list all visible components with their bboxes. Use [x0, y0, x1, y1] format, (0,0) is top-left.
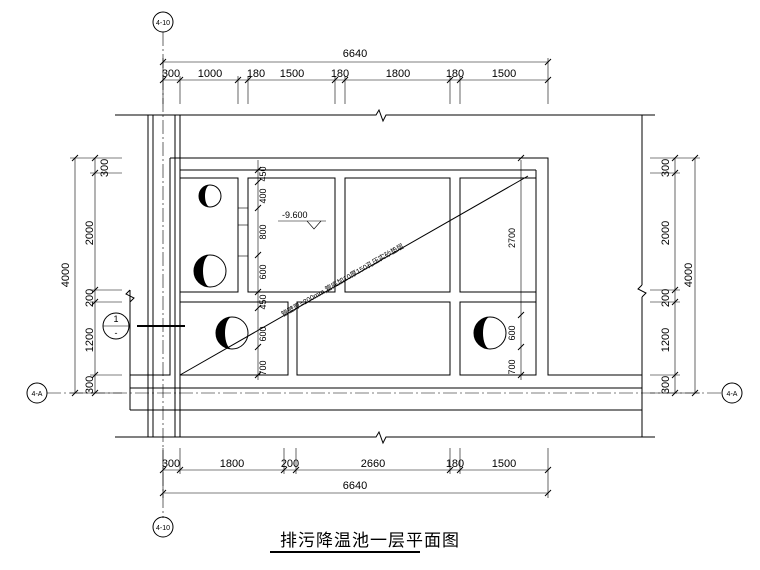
dim-top-total: 6640 — [343, 48, 367, 60]
dim-top-seg: 1500 — [280, 68, 304, 80]
dim-bottom-seg: 300 — [162, 458, 180, 470]
chamber-6 — [296, 301, 451, 376]
dim-left-seg: 2000 — [84, 221, 96, 245]
dim-left-seg: 200 — [84, 289, 96, 307]
dim-top-seg: 1500 — [492, 68, 516, 80]
dim-inner-left: 450 — [258, 294, 268, 309]
dim-right-seg: 300 — [660, 159, 672, 177]
axis-bubble-left: 4-A — [26, 382, 48, 404]
axis-bubble-right: 4-A — [721, 382, 743, 404]
dim-bottom-seg: 180 — [446, 458, 464, 470]
axis-bubble-bottom: 4-10 — [152, 516, 174, 538]
pipe-openings — [193, 184, 507, 350]
dim-left-total: 4000 — [60, 263, 72, 287]
dim-inner-right: 600 — [507, 325, 517, 340]
chamber-2 — [247, 177, 336, 293]
tank-walls — [130, 157, 642, 389]
dim-right-seg: 1200 — [660, 328, 672, 352]
dim-top-seg: 1800 — [386, 68, 410, 80]
dim-bottom-seg: 2660 — [361, 458, 385, 470]
dim-bottom-seg: 1800 — [220, 458, 244, 470]
chamber-4 — [459, 177, 537, 293]
left-dimension-chain: 4000 300 2000 200 1200 300 — [60, 154, 122, 397]
chamber-7 — [459, 301, 537, 376]
dim-bottom-total: 6640 — [343, 480, 367, 492]
axis-label-top: 4-10 — [156, 20, 170, 27]
diagonal-pipe — [179, 175, 529, 376]
dim-right-seg: 2000 — [660, 221, 672, 245]
ground-outline — [115, 108, 655, 445]
dim-right-seg: 200 — [660, 289, 672, 307]
vertical-shaft — [147, 115, 181, 437]
inner-dimension-left: 450 400 800 600 450 600 700 — [254, 160, 268, 380]
axis-label-left: 4-A — [32, 391, 43, 398]
drawing-title: 排污降温池一层平面图 — [280, 531, 460, 551]
title-underline — [270, 551, 420, 553]
elevation-label: -9.600 — [282, 210, 308, 220]
elevation-marker: -9.600 — [278, 210, 326, 230]
dim-inner-left: 400 — [258, 188, 268, 203]
bottom-dimension-chain: 300 1800 200 2660 180 1500 6640 — [159, 448, 552, 498]
dim-bottom-seg: 200 — [281, 458, 299, 470]
axis-bubble-top: 4-10 — [152, 11, 174, 33]
pipe-opening-4 — [473, 316, 507, 350]
dim-inner-right: 700 — [507, 359, 517, 374]
chamber-5 — [179, 301, 289, 376]
dim-top-seg: 300 — [162, 68, 180, 80]
dim-top-seg: 1000 — [198, 68, 222, 80]
section-mark-sheet: - — [115, 328, 118, 338]
top-dimension-chain: 6640 300 1000 180 1500 180 1800 180 1500 — [159, 48, 552, 104]
chamber-3 — [344, 177, 451, 293]
dim-left-seg: 1200 — [84, 328, 96, 352]
chambers — [179, 177, 537, 376]
section-mark-number: 1 — [113, 314, 118, 324]
dim-top-seg: 180 — [331, 68, 349, 80]
axis-label-right: 4-A — [727, 391, 738, 398]
dim-top-seg: 180 — [446, 68, 464, 80]
dim-right-total: 4000 — [683, 263, 695, 287]
dim-top-seg: 180 — [247, 68, 265, 80]
dim-inner-left: 700 — [258, 360, 268, 375]
inner-dimension-right: 2700 600 700 — [507, 154, 525, 380]
pipe-opening-3 — [215, 316, 249, 350]
right-dimension-chain: 4000 300 2000 200 1200 300 — [650, 154, 700, 397]
section-mark: 1 - — [102, 312, 185, 340]
dim-inner-right: 2700 — [507, 228, 517, 248]
dim-inner-left: 800 — [258, 224, 268, 239]
chamber-1 — [179, 177, 239, 293]
dim-inner-left: 600 — [258, 326, 268, 341]
axis-label-bottom: 4-10 — [156, 525, 170, 532]
dim-inner-left: 600 — [258, 264, 268, 279]
dim-left-seg: 300 — [99, 159, 111, 177]
dim-right-seg: 300 — [660, 376, 672, 394]
pipe-opening-2 — [193, 254, 227, 288]
pipe-note: 管壁厚=200mm,管底加10厚150孔压实砂垫层 — [280, 241, 406, 318]
dim-left-seg: 300 — [84, 376, 96, 394]
dim-inner-left: 450 — [258, 166, 268, 181]
dim-bottom-seg: 1500 — [492, 458, 516, 470]
pipe-opening-1 — [198, 184, 222, 208]
